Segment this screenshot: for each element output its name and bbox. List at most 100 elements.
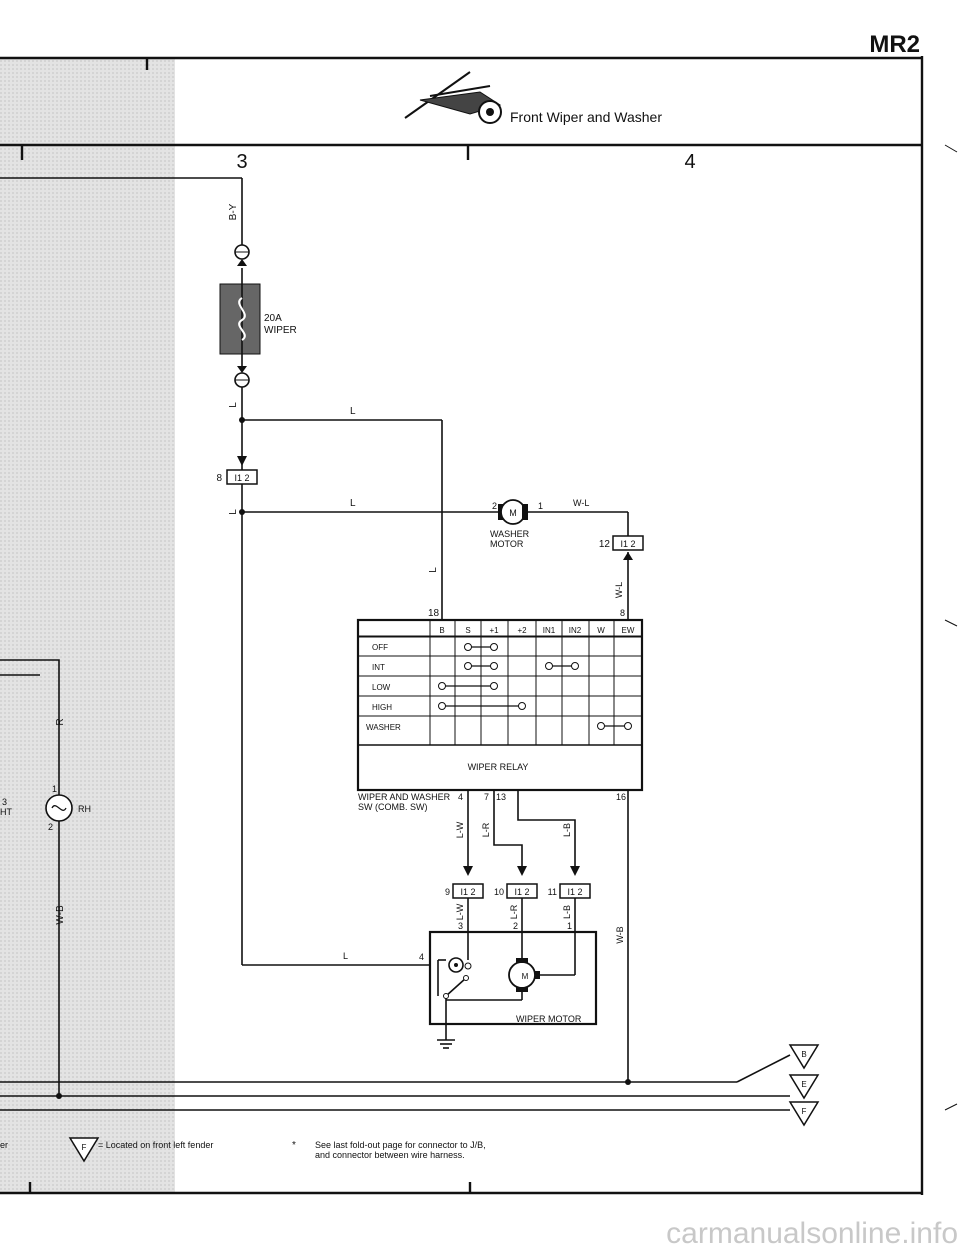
footer-note-star: * (292, 1140, 296, 1151)
svg-text:F: F (802, 1107, 807, 1116)
ground-symbol (437, 1010, 455, 1049)
wire-label-lw-1: L-W (455, 821, 465, 838)
column-label-4: 4 (684, 151, 695, 173)
switch-pin-7: 7 (484, 792, 489, 802)
continuity-marks (438, 643, 632, 730)
mode-off: OFF (372, 643, 388, 652)
relay-terminal-plus2: +2 (517, 626, 527, 635)
left-fragment-2: HT (0, 807, 12, 817)
switch-pin-16: 16 (616, 792, 626, 802)
edge-mark-3 (944, 1103, 958, 1111)
washer-pin-1: 1 (538, 501, 543, 511)
left-fragment-1: 3 (2, 797, 7, 807)
wire-label-l-1: L (228, 402, 239, 408)
connector-9-number: 9 (445, 887, 450, 897)
svg-text:I1 2: I1 2 (234, 473, 249, 483)
wire-label-r: R (55, 718, 66, 725)
relay-pin-18: 18 (428, 608, 440, 619)
connector-arrow-8 (237, 456, 247, 466)
footer-note-right-1: See last fold-out page for connector to … (315, 1140, 486, 1150)
wiper-motor-symbol: M (522, 972, 529, 981)
relay-terminal-in1: IN1 (543, 626, 556, 635)
ground-point-e: E (788, 1074, 820, 1100)
wire-label-l-6: L (343, 951, 348, 961)
wire-label-wl-1: W-L (573, 498, 589, 508)
wire-label-wb-left: W-B (55, 905, 66, 925)
washer-motor-label-1: WASHER (490, 529, 530, 539)
relay-pin-8: 8 (620, 608, 625, 618)
wire-label-lw-2: L-W (455, 903, 465, 920)
ground-point-f: F (788, 1101, 820, 1127)
wire-label-l-5: L (350, 498, 356, 509)
footer-ground-icon: F (68, 1137, 100, 1163)
fuse-connector-bottom (234, 366, 250, 388)
wiper-relay-table (356, 618, 644, 792)
wiper-relay-label: WIPER RELAY (468, 762, 529, 772)
wire-label-lb-1: L-B (562, 823, 572, 837)
left-page-shading (0, 58, 175, 1193)
wire-label-lb-2: L-B (562, 905, 572, 919)
fuse-connector-top (234, 244, 250, 266)
motor-pin-1: 1 (567, 921, 572, 931)
footer-fragment: er (0, 1140, 8, 1150)
mode-int: INT (372, 663, 385, 672)
motor-pin-4: 4 (419, 952, 424, 962)
connector-10-number: 10 (494, 887, 504, 897)
wire-lb-1 (517, 790, 576, 870)
switch-label-2: SW (COMB. SW) (358, 802, 428, 812)
motor-pin-2: 2 (513, 921, 518, 931)
model-label: MR2 (869, 31, 920, 58)
footer-note-right-2: and connector between wire harness. (315, 1150, 465, 1160)
connector-12-number: 12 (599, 539, 611, 550)
left-pin-2: 2 (48, 822, 53, 832)
fuse-wiper-20a (219, 268, 261, 370)
left-pin-1: 1 (52, 784, 57, 794)
connector-9: I1 2 (452, 883, 484, 899)
switch-label-1: WIPER AND WASHER (358, 792, 451, 802)
connector-12: I1 2 (612, 535, 644, 551)
wiper-motor-label: WIPER MOTOR (516, 1014, 582, 1024)
mode-washer: WASHER (366, 723, 401, 732)
relay-terminal-b: B (439, 626, 444, 635)
connector-11: I1 2 (559, 883, 591, 899)
wiper-motor (428, 930, 598, 1026)
watermark: carmanualsonline.info (666, 1217, 958, 1250)
diagram-title: Front Wiper and Washer (510, 109, 662, 125)
connector-arrow-10 (517, 866, 527, 876)
ground-point-b: B (788, 1044, 820, 1070)
column-label-3: 3 (236, 151, 247, 173)
switch-pin-13: 13 (496, 792, 506, 802)
connector-arrow-11 (570, 866, 580, 876)
svg-text:I1 2: I1 2 (460, 887, 475, 897)
washer-motor-label-2: MOTOR (490, 539, 524, 549)
mode-high: HIGH (372, 703, 392, 712)
wiper-illustration-icon (404, 71, 502, 124)
splice-point-4 (56, 1093, 62, 1099)
edge-mark-2 (944, 619, 958, 627)
edge-mark-1 (944, 144, 958, 153)
svg-text:B: B (801, 1050, 806, 1059)
wire-lr-1 (493, 790, 523, 870)
connector-8: I1 2 (226, 469, 258, 485)
footer-note-left: = Located on front left fender (98, 1140, 213, 1150)
wire-label-l-2: L (350, 406, 356, 417)
wire-label-wl-2: W-L (614, 582, 624, 598)
left-rh-label: RH (78, 804, 91, 814)
switch-pin-4: 4 (458, 792, 463, 802)
left-washer-component (45, 794, 73, 822)
washer-pin-2: 2 (492, 501, 497, 511)
connector-arrow-9 (463, 866, 473, 876)
ground-bus-1-slant (736, 1054, 791, 1083)
washer-motor (498, 499, 528, 525)
wire-label-wb-right: W-B (615, 926, 625, 943)
connector-11-number: 11 (548, 887, 557, 897)
wire-label-l-3: L (428, 567, 439, 573)
relay-terminal-ew: EW (622, 626, 635, 635)
wire-left-loop (0, 659, 60, 1082)
relay-terminal-plus1: +1 (489, 626, 499, 635)
wire-label-l-4: L (228, 509, 239, 515)
relay-terminal-w: W (597, 626, 605, 635)
wire-label-by: B-Y (228, 203, 239, 220)
relay-terminal-s: S (465, 626, 470, 635)
